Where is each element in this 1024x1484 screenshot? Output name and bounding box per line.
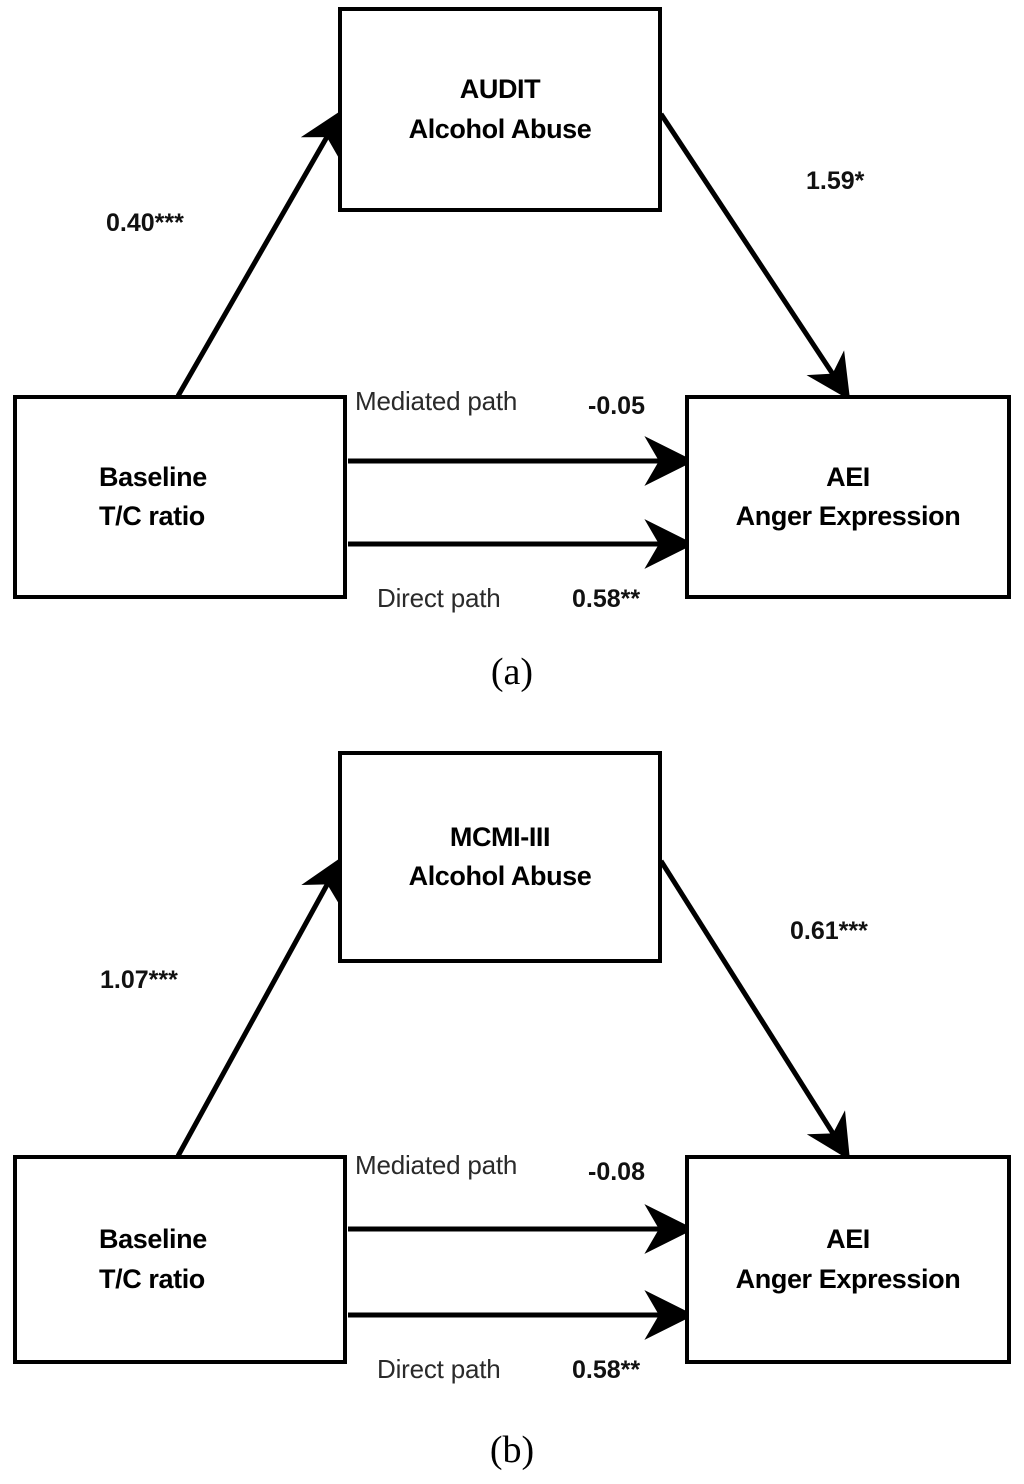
panel-b-arrows [175,856,851,1340]
node-mediator-line1: MCMI-III [449,821,551,852]
arrow-a-path [175,856,343,1158]
node-predictor-baseline[interactable]: Baseline T/C ratio [13,395,347,599]
node-predictor-line2: T/C ratio [99,1263,205,1294]
node-outcome-line1: AEI [826,461,870,492]
label-mediated-path-coefficient: -0.05 [588,392,645,420]
label-a-path-coefficient: 0.40*** [106,209,184,237]
panel-b: MCMI-III Alcohol Abuse Baseline T/C rati… [0,740,1024,1484]
panel-a: AUDIT Alcohol Abuse Baseline T/C ratio A… [0,0,1024,720]
panel-a-caption: (a) [490,651,534,693]
arrow-a-path [175,109,343,398]
node-outcome-aei[interactable]: AEI Anger Expression [685,1155,1011,1364]
node-outcome-line2: Anger Expression [735,1263,961,1294]
arrow-b-path [658,859,851,1161]
label-direct-path-coefficient: 0.58** [572,585,641,613]
arrow-b-path [658,112,851,401]
label-mediated-path-coefficient: -0.08 [588,1158,645,1186]
panel-b-caption: (b) [489,1429,535,1471]
node-mediator-line2: Alcohol Abuse [408,113,592,144]
node-mediator-line2: Alcohol Abuse [408,861,592,891]
label-b-path-coefficient: 1.59* [806,167,865,195]
node-mediator-audit[interactable]: AUDIT Alcohol Abuse [338,7,662,212]
label-a-path-coefficient: 1.07*** [100,966,178,994]
label-direct-path-name: Direct path [377,583,501,613]
label-direct-path-name: Direct path [377,1354,501,1384]
label-b-path-coefficient: 0.61*** [790,917,868,945]
label-direct-path-coefficient: 0.58** [572,1356,641,1384]
panel-a-arrows [175,109,851,569]
node-predictor-line1: Baseline [99,1224,207,1255]
label-mediated-path-name: Mediated path [355,386,518,416]
node-outcome-line2: Anger Expression [735,501,961,531]
node-outcome-aei[interactable]: AEI Anger Expression [685,395,1011,599]
node-predictor-baseline[interactable]: Baseline T/C ratio [13,1155,347,1364]
node-mediator-mcmi[interactable]: MCMI-III Alcohol Abuse [338,751,662,963]
node-predictor-line1: Baseline [99,461,207,492]
node-mediator-line1: AUDIT [459,74,541,105]
label-mediated-path-name: Mediated path [355,1150,518,1180]
node-outcome-line1: AEI [826,1224,870,1255]
node-predictor-line2: T/C ratio [99,501,205,531]
